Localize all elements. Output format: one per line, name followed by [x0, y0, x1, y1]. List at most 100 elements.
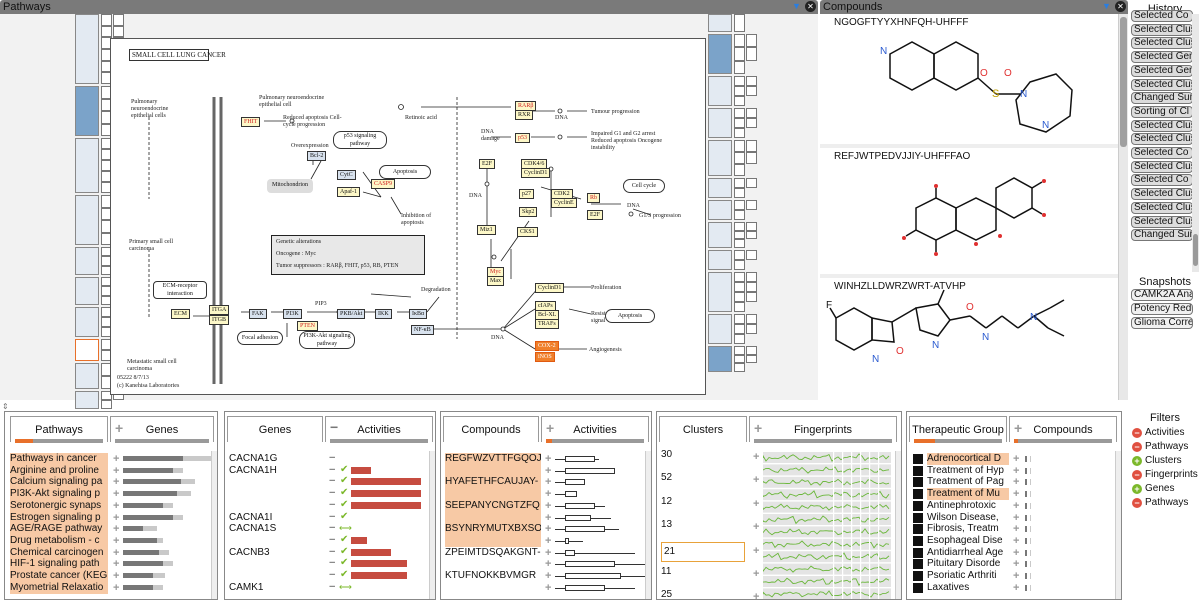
gene-cell[interactable] [734, 260, 745, 270]
gene-cell[interactable] [734, 152, 745, 164]
row-label[interactable]: HYAFETHFCAUJAY- [445, 476, 541, 489]
close-icon[interactable]: ✕ [805, 1, 816, 12]
expand-icon[interactable]: + [1013, 511, 1020, 524]
fingerprint-row[interactable] [763, 452, 891, 463]
history-item[interactable]: Selected Clus [1131, 215, 1193, 228]
expand-icon[interactable]: + [753, 591, 760, 600]
apoptosis2-link[interactable]: Apoptosis [605, 309, 655, 323]
expand-icon[interactable]: + [545, 499, 552, 512]
ecm-interaction-link[interactable]: ECM-receptor interaction [153, 281, 207, 299]
remove-icon[interactable]: − [329, 545, 336, 558]
expand-icon[interactable]: + [753, 474, 760, 487]
gene-cell[interactable] [746, 34, 757, 48]
node-ecm[interactable]: ECM [171, 309, 191, 319]
gene-group-box[interactable] [75, 86, 99, 136]
expand-icon[interactable]: + [113, 570, 120, 582]
node-inos[interactable]: iNOS [535, 352, 555, 362]
node-rb[interactable]: Rb [587, 193, 601, 203]
tab-pathways[interactable]: Pathways [10, 416, 108, 443]
row-label[interactable]: HIF-1 signaling path [10, 558, 108, 571]
row-label[interactable]: Treatment of Mu [927, 488, 1009, 501]
gene-group-box[interactable] [75, 195, 99, 245]
gene-cell[interactable] [746, 314, 757, 324]
row-label[interactable] [445, 511, 541, 524]
filter-icon[interactable]: ▼ [1102, 1, 1111, 11]
row-label[interactable] [229, 500, 325, 512]
expand-icon[interactable]: + [1013, 488, 1020, 501]
node-pi3k[interactable]: PI3K [283, 309, 302, 319]
gene-cell[interactable] [734, 222, 745, 231]
cluster-label[interactable]: 11 [661, 566, 672, 577]
row-label[interactable]: CACNB3 [229, 546, 270, 558]
row-label[interactable]: BSYNRYMUTXBXSO [445, 523, 541, 536]
cluster-label[interactable]: 13 [661, 519, 673, 531]
row-label[interactable] [229, 570, 325, 582]
gene-cell[interactable] [734, 334, 745, 344]
expand-icon[interactable]: + [113, 546, 120, 559]
add-icon[interactable]: + [115, 420, 124, 436]
expand-icon[interactable]: + [1013, 534, 1020, 547]
expand-icon[interactable]: + [1013, 546, 1020, 559]
row-label[interactable]: Estrogen signaling p [10, 511, 108, 524]
row-label[interactable]: Wilson Disease, [927, 511, 999, 523]
expand-icon[interactable]: + [113, 534, 120, 547]
row-label[interactable]: Antinephrotoxic [927, 499, 996, 511]
add-filter-icon[interactable]: + [1132, 484, 1142, 494]
gene-cell[interactable] [101, 25, 112, 38]
scrollbar-thumb[interactable] [1120, 17, 1127, 147]
row-label[interactable]: Pituitary Disorde [927, 558, 1001, 570]
history-item[interactable]: Selected Co [1131, 10, 1193, 22]
expand-icon[interactable]: + [1013, 476, 1020, 489]
gene-cell[interactable] [734, 210, 745, 220]
gene-cell[interactable] [734, 96, 745, 106]
gene-cell[interactable] [734, 363, 745, 372]
expand-icon[interactable]: + [545, 534, 552, 547]
gene-cell[interactable] [734, 230, 745, 240]
gene-cell[interactable] [734, 118, 745, 128]
gene-group-box[interactable] [708, 346, 732, 372]
fingerprint-row[interactable] [763, 576, 891, 587]
gene-cell[interactable] [746, 108, 757, 118]
row-label[interactable]: Laxatives [927, 581, 970, 593]
gene-group-box[interactable] [708, 314, 732, 344]
remove-filter-icon[interactable]: − [1132, 498, 1142, 508]
gene-group-box[interactable] [75, 307, 99, 337]
row-label[interactable]: Treatment of Hyp [927, 464, 1004, 476]
fingerprint-row[interactable] [763, 563, 891, 575]
node-e2f1[interactable]: E2F [479, 159, 496, 169]
snapshot-item[interactable]: Potency Reduc [1131, 303, 1193, 315]
p53-pathway-link[interactable]: p53 signaling pathway [333, 131, 387, 149]
gene-group-box[interactable] [708, 200, 732, 220]
row-label[interactable]: Drug metabolism - c [10, 534, 108, 547]
history-item[interactable]: Changed Sum [1131, 229, 1193, 242]
tab-genes[interactable]: Genes [227, 416, 323, 442]
node-pten[interactable]: PTEN [297, 321, 318, 331]
scrollbar-thumb[interactable] [1193, 234, 1198, 266]
expand-icon[interactable]: + [1013, 523, 1020, 536]
row-label[interactable]: CACNA1I [229, 511, 273, 523]
gene-cell[interactable] [746, 346, 757, 355]
filter-item[interactable]: −Activities [1132, 427, 1184, 439]
expand-icon[interactable]: + [113, 453, 120, 465]
row-label[interactable]: AGE/RAGE pathway [10, 523, 108, 536]
row-label[interactable]: CACNA1G [229, 453, 278, 464]
row-label[interactable]: Pathways in cancer [10, 453, 108, 465]
gene-group-box[interactable] [75, 363, 99, 389]
node-fhit[interactable]: FHIT [241, 117, 261, 127]
node-e2f[interactable]: E2F [587, 210, 604, 220]
expand-icon[interactable]: + [113, 464, 120, 477]
history-scrollbar[interactable] [1192, 14, 1199, 272]
node-bcl2[interactable]: Bcl-2 [307, 151, 327, 161]
expand-icon[interactable]: + [545, 546, 552, 559]
gene-cell[interactable] [746, 47, 757, 61]
remove-filter-icon[interactable]: − [1132, 442, 1142, 452]
gene-cell[interactable] [746, 250, 757, 260]
node-pkb[interactable]: PKB/Akt [337, 309, 366, 319]
node-ikk[interactable]: IKK [375, 309, 392, 319]
remove-icon[interactable]: − [329, 533, 336, 546]
gene-cell[interactable] [101, 400, 112, 409]
gene-cell[interactable] [746, 118, 757, 128]
expand-icon[interactable]: + [753, 497, 760, 510]
row-label[interactable]: CAMK1 [229, 581, 264, 593]
expand-icon[interactable]: + [545, 511, 552, 524]
